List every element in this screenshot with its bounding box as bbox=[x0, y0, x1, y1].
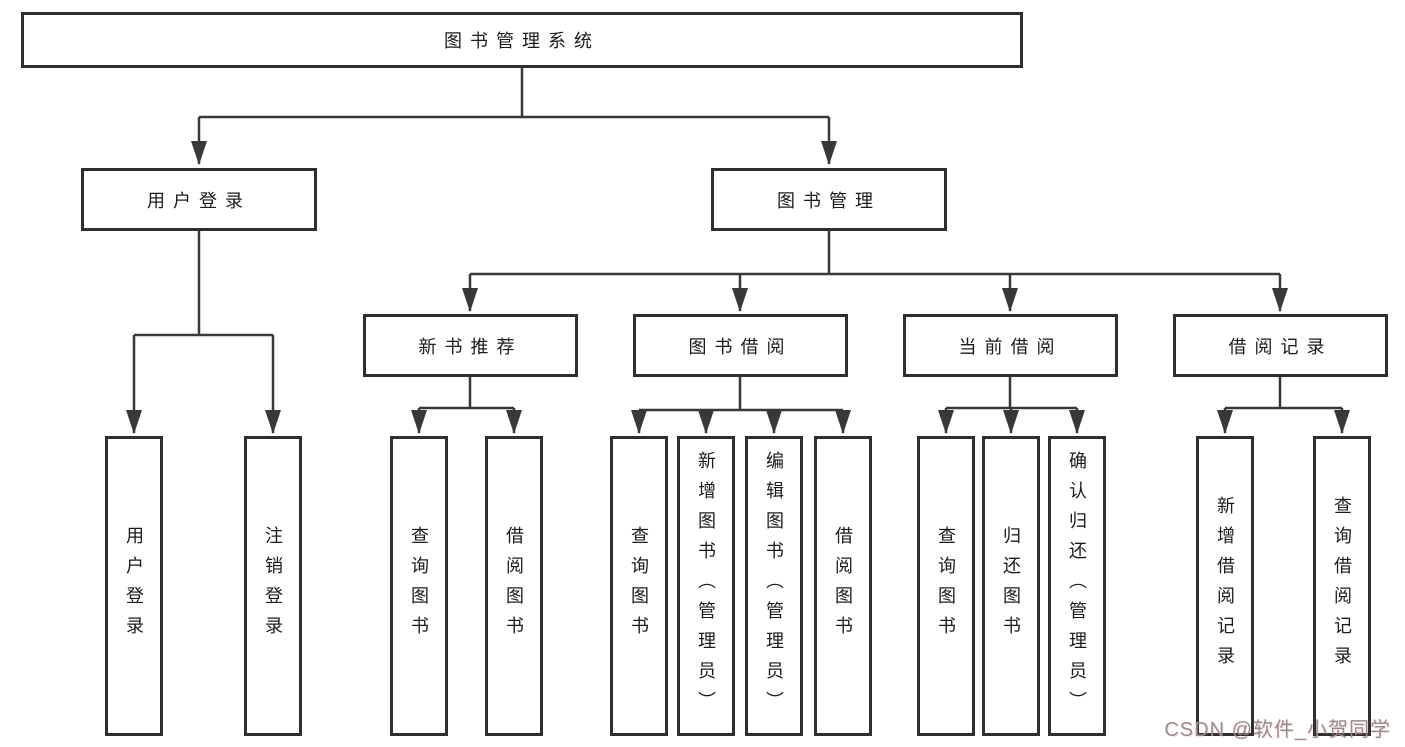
leaf-return-book: 归还图书 bbox=[982, 436, 1040, 736]
node-book-management: 图书管理 bbox=[711, 168, 947, 231]
leaf-query-books-recommend: 查询图书 bbox=[390, 436, 448, 736]
leaf-user-login: 用户登录 bbox=[105, 436, 163, 736]
branch-current-borrow: 当前借阅 bbox=[903, 314, 1118, 377]
node-user-login: 用户登录 bbox=[81, 168, 317, 231]
leaf-confirm-return-admin: 确认归还（管理员） bbox=[1048, 436, 1106, 736]
leaf-edit-book-admin: 编辑图书（管理员） bbox=[745, 436, 803, 736]
leaf-add-borrow-record: 新增借阅记录 bbox=[1196, 436, 1254, 736]
branch-new-book-recommend: 新书推荐 bbox=[363, 314, 578, 377]
leaf-query-books-borrow: 查询图书 bbox=[610, 436, 668, 736]
csdn-watermark: CSDN @软件_小贺同学 bbox=[1164, 719, 1391, 741]
node-root-system: 图书管理系统 bbox=[21, 12, 1023, 68]
branch-borrow-records: 借阅记录 bbox=[1173, 314, 1388, 377]
leaf-query-books-current: 查询图书 bbox=[917, 436, 975, 736]
leaf-borrow-books-recommend: 借阅图书 bbox=[485, 436, 543, 736]
leaf-add-book-admin: 新增图书（管理员） bbox=[677, 436, 735, 736]
leaf-borrow-books: 借阅图书 bbox=[814, 436, 872, 736]
leaf-logout: 注销登录 bbox=[244, 436, 302, 736]
branch-book-borrow: 图书借阅 bbox=[633, 314, 848, 377]
leaf-query-borrow-record: 查询借阅记录 bbox=[1313, 436, 1371, 736]
